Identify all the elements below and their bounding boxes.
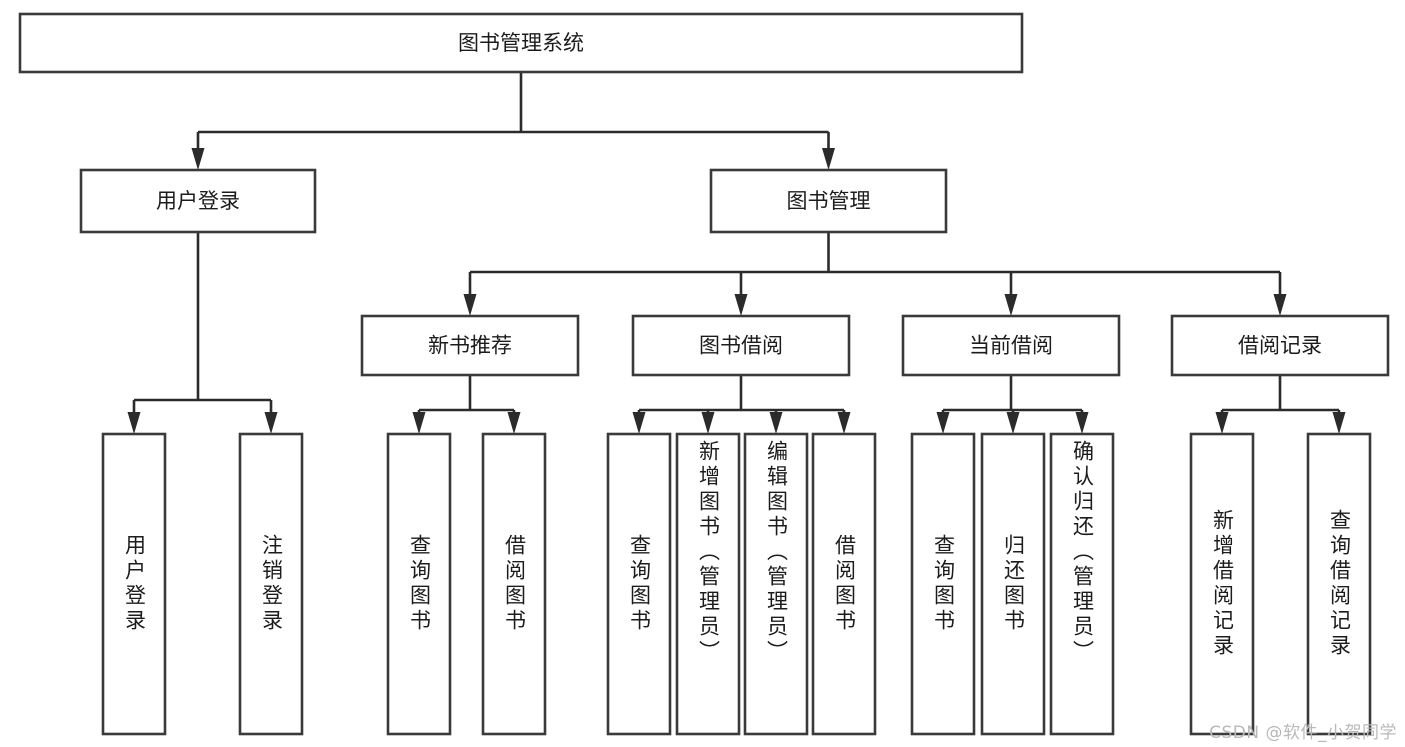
arrow-head-icon <box>1332 412 1346 434</box>
connector-layer <box>127 72 1346 434</box>
arrow-head-icon <box>463 294 477 316</box>
arrow-head-icon <box>701 412 715 434</box>
arrow-head-icon <box>127 412 141 434</box>
node-leaf-box-11[interactable] <box>1189 432 1255 736</box>
node-leaf-box-2[interactable] <box>386 432 452 736</box>
node-level2-label-0: 用户登录 <box>156 189 240 213</box>
node-leaf-box-12[interactable] <box>1306 432 1372 736</box>
arrow-head-icon <box>1004 294 1018 316</box>
node-leaf-box-1[interactable] <box>238 432 304 736</box>
arrow-head-icon <box>507 412 521 434</box>
node-leaf-box-4[interactable] <box>606 432 672 736</box>
arrow-head-icon <box>191 148 205 170</box>
node-leaf-box-10[interactable] <box>1049 432 1115 736</box>
arrow-head-icon <box>1215 412 1229 434</box>
node-level2-label-1: 图书管理 <box>787 189 871 213</box>
node-level2-box-0[interactable] <box>79 168 317 234</box>
node-level3-label-1: 图书借阅 <box>699 334 783 358</box>
csdn-watermark: CSDN @软件_小贺同学 <box>1209 723 1397 743</box>
node-leaf-box-0[interactable] <box>101 432 167 736</box>
node-level3-box-0[interactable] <box>360 314 580 377</box>
node-leaf-box-3[interactable] <box>481 432 547 736</box>
node-leaf-box-5[interactable] <box>675 432 741 736</box>
arrow-head-icon <box>734 294 748 316</box>
arrow-head-icon <box>412 412 426 434</box>
arrow-head-icon <box>822 148 835 170</box>
node-level3-box-1[interactable] <box>631 314 851 377</box>
node-leaf-box-6[interactable] <box>743 432 809 736</box>
node-leaf-box-9[interactable] <box>980 432 1046 736</box>
arrow-head-icon <box>769 412 783 434</box>
node-root-label: 图书管理系统 <box>458 31 584 55</box>
arrow-head-icon <box>1075 412 1089 434</box>
arrow-head-icon <box>1006 412 1020 434</box>
node-level3-label-2: 当前借阅 <box>969 334 1053 358</box>
node-level2-box-1[interactable] <box>709 168 948 234</box>
node-root-box[interactable] <box>18 12 1024 74</box>
node-level3-box-3[interactable] <box>1170 314 1390 377</box>
arrow-head-icon <box>1273 294 1287 316</box>
node-leaf-box-7[interactable] <box>811 432 877 736</box>
arrow-head-icon <box>264 412 278 434</box>
node-level3-box-2[interactable] <box>901 314 1121 377</box>
node-level3-label-3: 借阅记录 <box>1238 334 1322 358</box>
node-leaf-box-8[interactable] <box>910 432 976 736</box>
node-level3-label-0: 新书推荐 <box>428 334 512 358</box>
arrow-head-icon <box>837 412 851 434</box>
node-box-layer <box>18 12 1390 736</box>
arrow-head-icon <box>632 412 646 434</box>
arrow-head-icon <box>936 412 950 434</box>
